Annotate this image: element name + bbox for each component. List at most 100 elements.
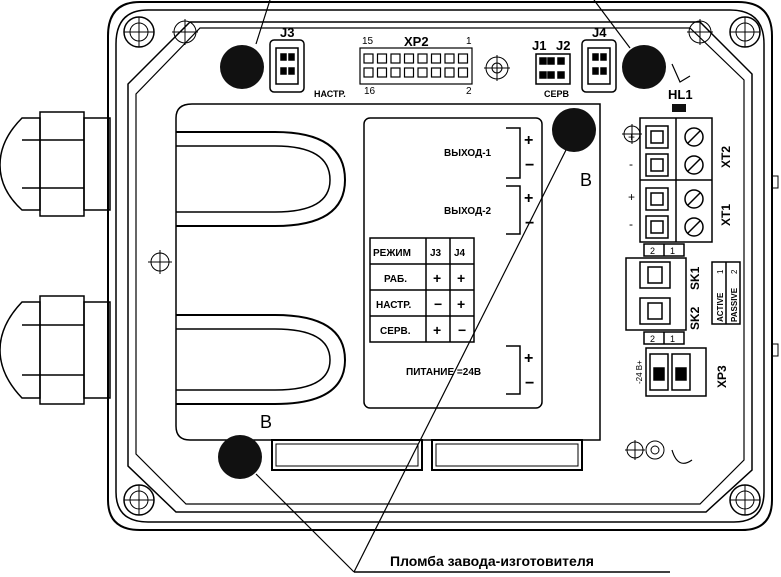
table-row-1-j3: +	[433, 270, 441, 286]
seal-center	[552, 108, 596, 152]
leader-top-left	[255, 0, 271, 45]
xp2-pin-16: 16	[364, 86, 376, 97]
label-slot-2-inner	[435, 443, 579, 467]
label-xp3-voltage: -24 В+	[635, 360, 644, 384]
label-j2: J2	[556, 38, 570, 53]
table-row-1-mode: РАБ.	[384, 274, 407, 285]
board-screw-right-bottom2	[645, 440, 665, 460]
label-hl1: HL1	[668, 87, 693, 102]
cable-loop-lower-inner	[176, 328, 331, 391]
xp2-pin-15: 15	[362, 36, 374, 47]
label-panel	[363, 117, 543, 409]
housing-inner	[115, 9, 765, 523]
power-minus: −	[525, 375, 534, 392]
xp2-pin	[444, 67, 455, 78]
power-plus: +	[524, 350, 533, 367]
out2-plus: +	[524, 190, 533, 207]
board-screw-left	[148, 250, 172, 274]
xp2-pin	[457, 53, 469, 64]
xt-minus-2: -	[629, 217, 633, 231]
label-xt2: XT2	[719, 146, 733, 168]
sk-top-pin-2: 2	[650, 246, 655, 256]
board-screw-mid	[484, 55, 510, 81]
sk-top-pin-1: 1	[670, 246, 675, 256]
table-row-3-mode: СЕРВ.	[380, 326, 411, 337]
label-j1: J1	[532, 38, 546, 53]
screw-bottom-left	[123, 484, 155, 516]
xp2-pin-2: 2	[466, 86, 472, 97]
label-power: ПИТАНИЕ =24В	[406, 367, 481, 378]
xt-plus-1: +	[628, 130, 635, 144]
seal-top-left	[220, 45, 264, 89]
table-header-j3: J3	[430, 248, 442, 259]
table-row-2-j3: −	[434, 296, 442, 312]
table-row-2-j4: +	[457, 296, 465, 312]
seal-bottom-left	[218, 435, 262, 479]
xt-minus-1: -	[629, 157, 633, 171]
leader-center	[353, 149, 567, 573]
label-slot-1	[271, 439, 423, 471]
label-j4: J4	[592, 25, 607, 40]
seal-mark-b-left: B	[260, 412, 272, 432]
table-header-mode: РЕЖИМ	[373, 248, 411, 259]
screw-top-right	[729, 16, 761, 48]
label-out1: ВЫХОД-1	[444, 148, 492, 159]
screw-bottom-right	[729, 484, 761, 516]
xp2-pin	[417, 67, 428, 78]
label-active-num: 1	[716, 269, 725, 274]
table-row-3-j3: +	[433, 322, 441, 338]
bracket-power	[506, 345, 521, 395]
label-xt1: XT1	[719, 204, 733, 226]
sk-bottom-pin-1: 1	[670, 334, 675, 344]
bracket-out1	[506, 127, 521, 179]
cable-loop-upper	[176, 131, 347, 227]
out1-minus: −	[525, 157, 534, 174]
label-sk2: SK2	[688, 306, 702, 330]
terminal-blocks	[639, 117, 713, 243]
board-screw-right-bottom	[625, 440, 645, 460]
label-nastr: НАСТР.	[314, 89, 346, 99]
seal-top-right	[622, 45, 666, 89]
board-screw-top	[172, 19, 198, 45]
xp2-pin	[390, 53, 401, 64]
out2-minus: −	[525, 215, 534, 232]
connector-xp2	[359, 47, 473, 85]
notch-right-top	[671, 63, 691, 83]
xp2-pin	[376, 67, 388, 78]
board-outline	[135, 27, 745, 505]
xp2-pin	[417, 53, 428, 64]
cavity	[175, 103, 601, 441]
side-tab-1	[771, 175, 779, 189]
table-row-1-j4: +	[457, 270, 465, 286]
sk-bottom-pin-2: 2	[650, 334, 655, 344]
label-active: ACTIVE	[716, 292, 725, 322]
jumper-j4	[581, 39, 617, 93]
cable-loop-lower	[176, 314, 347, 405]
connector-xp3	[645, 347, 707, 397]
label-xp3: XP3	[715, 365, 729, 388]
mode-table-grid	[369, 237, 475, 343]
xp2-pin	[376, 53, 388, 64]
caption: Пломба завода-изготовителя	[390, 553, 594, 569]
switch-sk	[625, 243, 741, 345]
leader-top-right	[593, 0, 631, 49]
xp2-pin	[457, 67, 469, 78]
notch-right-bottom	[671, 449, 693, 464]
xp2-pin	[363, 53, 374, 64]
led-hl1	[672, 104, 686, 112]
jumpers-j1-j2	[535, 53, 571, 85]
label-out2: ВЫХОД-2	[444, 206, 492, 217]
housing-gasket	[127, 21, 753, 513]
xp2-pin	[430, 53, 442, 64]
seal-mark-b-right: B	[580, 170, 592, 190]
housing-outer	[107, 1, 773, 531]
cable-gland-lower	[0, 295, 111, 405]
table-header-j4: J4	[454, 248, 466, 259]
label-xp2: XP2	[404, 34, 429, 49]
label-slot-2	[431, 439, 583, 471]
bracket-out2	[506, 185, 521, 235]
xp2-pin	[403, 67, 415, 78]
label-serv: СЕРВ	[544, 89, 570, 99]
table-row-2-mode: НАСТР.	[376, 300, 411, 311]
